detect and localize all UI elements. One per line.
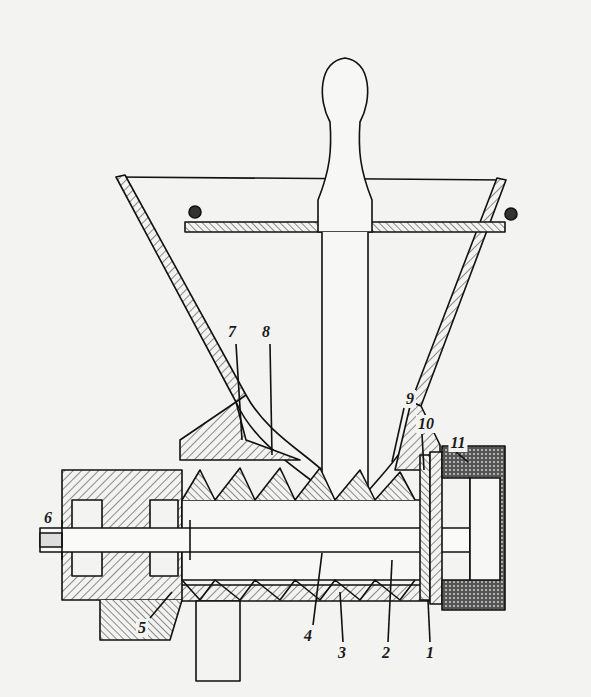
callout-number: 6: [42, 509, 54, 527]
callout-number: 3: [336, 644, 348, 662]
callout-number: 11: [448, 434, 467, 452]
callout-number: 7: [226, 323, 238, 341]
callout-number: 1: [424, 644, 436, 662]
callout-number: 5: [136, 619, 148, 637]
callout-number: 10: [416, 415, 436, 433]
callout-number: 8: [260, 323, 272, 341]
callout-number: 9: [404, 390, 416, 408]
callout-number: 2: [380, 644, 392, 662]
callout-number: 4: [302, 627, 314, 645]
